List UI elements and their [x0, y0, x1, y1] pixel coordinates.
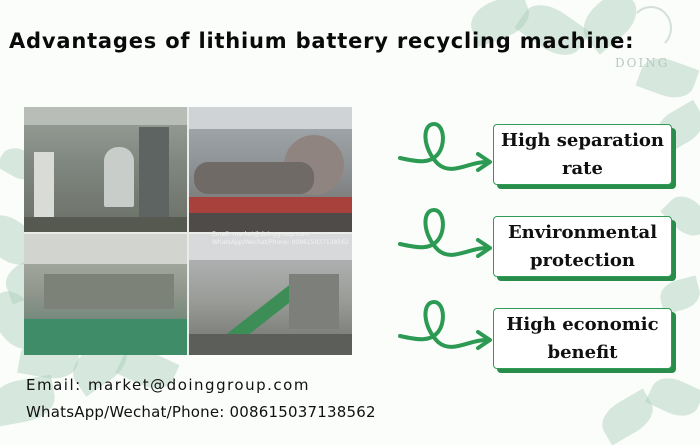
advantage-label: Environmental protection	[507, 221, 658, 271]
green-loop-arrow-icon	[398, 296, 496, 364]
advantage-box-economic: High economic benefit	[493, 308, 672, 369]
photo-collage	[24, 107, 352, 355]
photo-plant-interior	[24, 107, 187, 232]
photo-production-line	[24, 234, 187, 355]
advantage-label: High separation rate	[500, 129, 664, 179]
photo-rotary-machine	[189, 107, 352, 232]
green-loop-arrow-icon	[398, 118, 496, 186]
advantage-label: High economic benefit	[506, 313, 659, 363]
page-title: Advantages of lithium battery recycling …	[9, 29, 635, 53]
contact-email: Email: market@doinggroup.com	[26, 376, 310, 394]
photo-caption-phone: WhatsApp/Wechat/Phone: 008615037138562	[212, 239, 349, 246]
photo-caption-email: Email: market@doinggroup.com	[212, 231, 309, 238]
contact-phone: WhatsApp/Wechat/Phone: 008615037138562	[26, 403, 376, 421]
photo-caption: Email: market@doinggroup.com WhatsApp/We…	[212, 231, 352, 247]
watermark-text: DOING	[615, 56, 670, 70]
green-loop-arrow-icon	[398, 204, 496, 272]
watermark-logo	[630, 6, 672, 50]
photo-conveyor-line	[189, 234, 352, 355]
advantage-box-separation: High separation rate	[493, 124, 672, 185]
advantage-box-environment: Environmental protection	[493, 216, 672, 277]
